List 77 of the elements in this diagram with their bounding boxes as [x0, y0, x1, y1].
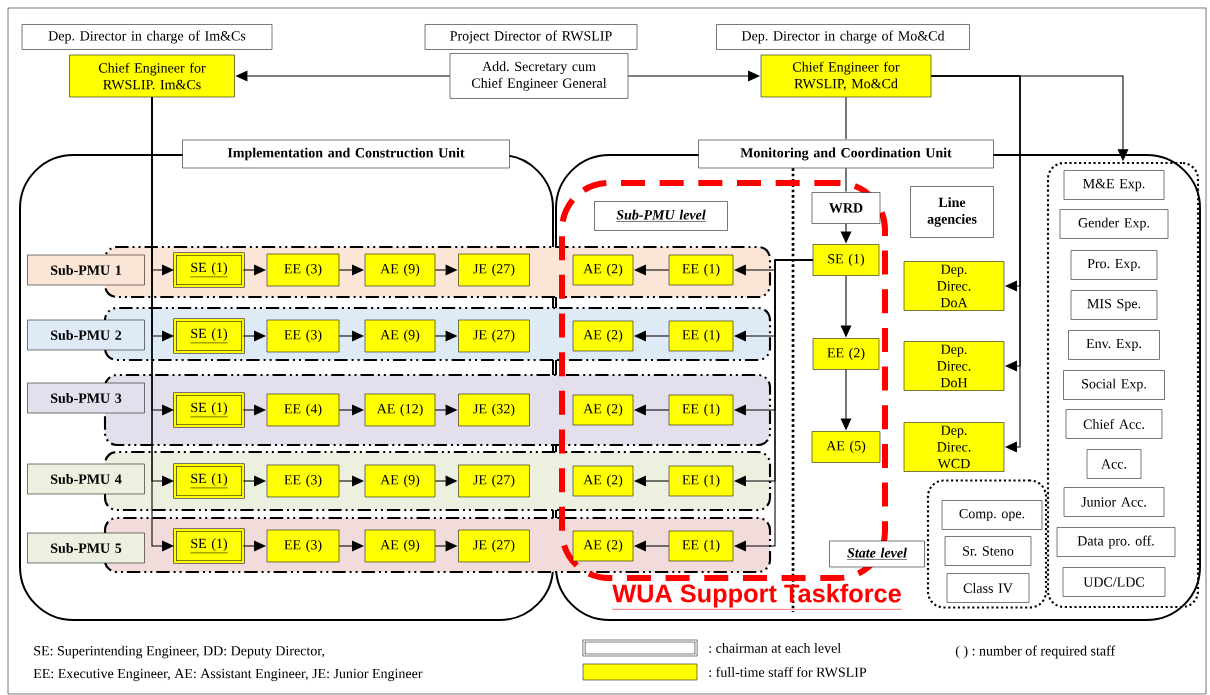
title-box: Acc.	[1086, 449, 1142, 479]
staff-box: AE (9)	[364, 529, 436, 563]
staff-box: EE (2)	[812, 338, 880, 370]
level-label: State level	[829, 540, 925, 568]
staff-box: EE (3)	[266, 529, 340, 563]
title-box: Dep. Director in charge of Mo&Cd	[716, 24, 970, 50]
chairman-box: SE (1)	[173, 318, 245, 354]
title-box: Add. Secretary cum Chief Engineer General	[449, 53, 629, 99]
taskforce-title: WUA Support Taskforce	[612, 583, 902, 610]
staff-box: JE (27)	[458, 529, 530, 563]
title-box: M&E Exp.	[1063, 170, 1165, 200]
staff-box: JE (32)	[458, 393, 530, 427]
staff-box: AE (2)	[572, 254, 634, 286]
chairman-box: SE (1)	[173, 392, 245, 428]
title-box: Junior Acc.	[1063, 487, 1165, 517]
title-box: UDC/LDC	[1062, 567, 1166, 597]
sub-pmu-label: Sub-PMU 3	[27, 382, 145, 414]
title-box: Dep. Director in charge of Im&Cs	[21, 24, 273, 50]
staff-box: AE (2)	[572, 465, 634, 497]
staff-box: JE (27)	[458, 464, 530, 498]
staff-box: Chief Engineer for RWSLIP. Im&Cs	[69, 54, 235, 98]
title-box: Social Exp.	[1063, 370, 1165, 400]
staff-box: EE (3)	[266, 464, 340, 498]
staff-box: EE (1)	[668, 394, 734, 426]
note-text: SE: Superintending Engineer, DD: Deputy Director,	[34, 645, 325, 659]
title-box: Env. Exp.	[1068, 330, 1160, 360]
level-label: Sub-PMU level	[594, 201, 728, 231]
title-box: Class IV	[946, 573, 1030, 603]
legend-text: : chairman at each level	[709, 643, 841, 653]
note-text: EE: Executive Engineer, AE: Assistant Engineer, JE: Junior Engineer	[33, 668, 423, 682]
heading-box: Monitoring and Coordination Unit	[698, 139, 994, 169]
staff-box: AE (12)	[364, 393, 436, 427]
staff-box: JE (27)	[458, 253, 530, 287]
staff-box: AE (2)	[572, 530, 634, 562]
heading-box: WRD	[811, 192, 881, 224]
sub-pmu-label: Sub-PMU 5	[27, 532, 145, 564]
staff-box: EE (4)	[266, 393, 340, 427]
sub-pmu-label: Sub-PMU 1	[27, 254, 145, 286]
staff-box: AE (9)	[364, 464, 436, 498]
title-box: Chief Acc.	[1065, 409, 1163, 439]
chairman-box: SE (1)	[173, 528, 245, 564]
staff-box: EE (1)	[668, 320, 734, 352]
staff-box: Dep. Direc. DoA	[903, 261, 1005, 311]
title-box: Gender Exp.	[1059, 209, 1169, 239]
sub-pmu-label: Sub-PMU 2	[27, 319, 145, 351]
title-box: MIS Spe.	[1070, 290, 1158, 320]
staff-box: EE (3)	[266, 319, 340, 353]
title-box: Project Director of RWSLIP	[424, 24, 638, 50]
staff-box: EE (3)	[266, 253, 340, 287]
staff-box: Chief Engineer for RWSLIP, Mo&Cd	[760, 54, 932, 98]
staff-box: EE (1)	[668, 530, 734, 562]
title-box: Comp. ope.	[941, 500, 1043, 530]
note-text: ( ) : number of required staff	[955, 645, 1116, 659]
heading-box: Implementation and Construction Unit	[182, 139, 510, 169]
staff-box: AE (9)	[364, 319, 436, 353]
connector-line	[845, 96, 847, 140]
staff-box: EE (1)	[668, 254, 734, 286]
staff-box: Dep. Direc. DoH	[903, 341, 1005, 391]
staff-box: JE (27)	[458, 319, 530, 353]
dotted-group	[926, 479, 1048, 609]
staff-box: AE (5)	[811, 431, 881, 463]
dotted-group	[1046, 161, 1200, 609]
title-box: Data pro. off.	[1056, 527, 1176, 557]
chairman-box: SE (1)	[173, 252, 245, 288]
legend-text: : full-time staff for RWSLIP	[709, 666, 867, 677]
sub-pmu-label: Sub-PMU 4	[27, 463, 145, 495]
heading-box: Line agencies	[910, 186, 994, 238]
title-box: Sr. Steno	[944, 536, 1032, 566]
staff-box: Dep. Direc. WCD	[903, 422, 1005, 472]
chairman-box: SE (1)	[173, 463, 245, 499]
staff-box: EE (1)	[668, 465, 734, 497]
connector-line	[845, 167, 847, 193]
staff-box: AE (2)	[572, 320, 634, 352]
staff-box: AE (9)	[364, 253, 436, 287]
staff-box: SE (1)	[812, 244, 880, 276]
staff-box: AE (2)	[572, 394, 634, 426]
title-box: Pro. Exp.	[1070, 250, 1158, 280]
